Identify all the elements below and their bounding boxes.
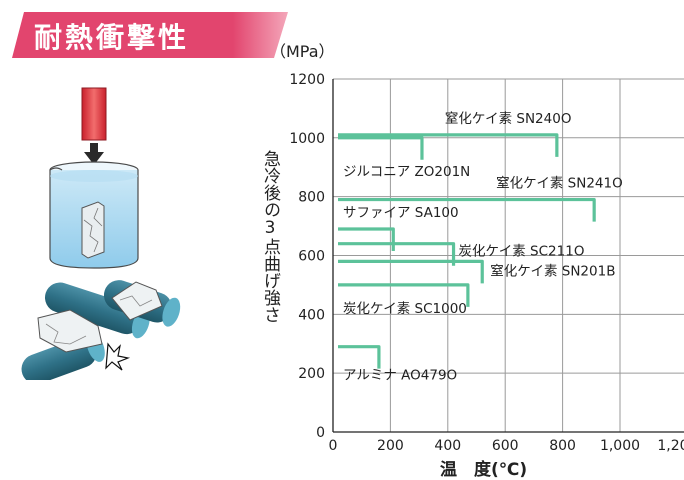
x-tick-label: 1,200 [657, 438, 684, 454]
y-tick-label: 1200 [289, 72, 325, 88]
x-tick-label: 1,000 [600, 438, 640, 454]
series-line [338, 136, 424, 160]
y-tick-label: 800 [298, 190, 325, 206]
x-tick-label: 200 [377, 438, 404, 454]
heated-specimen-icon [81, 87, 107, 141]
x-axis-label: 温 度(℃) [440, 460, 528, 480]
x-tick-label: 0 [329, 438, 338, 454]
series-lines [338, 133, 596, 369]
y-unit-label: （MPa） [270, 42, 335, 61]
x-tick-label: 600 [492, 438, 519, 454]
down-arrow-icon [84, 143, 104, 165]
series-line [338, 242, 456, 266]
series-line [338, 227, 395, 252]
series-labels: 窒化ケイ素 SN240O ジルコニア ZO201N 窒化ケイ素 SN241O サファイ… [343, 110, 623, 384]
page-title: 耐熱衝撃性 [34, 21, 190, 54]
y-tick-labels: 0 200 400 600 800 1000 1200 [289, 72, 325, 441]
quenched-specimen-icon [81, 201, 105, 259]
x-tick-labels: 0 200 400 600 800 1,000 1,200 [329, 438, 684, 454]
series-label: 炭化ケイ素 SC1000 [343, 301, 467, 317]
series-label: 炭化ケイ素 SC211O [459, 244, 585, 260]
bending-test-icon [21, 280, 181, 380]
axes [332, 78, 684, 433]
series-label: 窒化ケイ素 SN240O [445, 110, 572, 127]
test-illustration [21, 87, 181, 380]
series-line [338, 259, 484, 284]
y-tick-label: 0 [316, 425, 325, 441]
series-line [338, 283, 470, 307]
heading-banner: 耐熱衝撃性 [12, 12, 288, 58]
series-label: 窒化ケイ素 SN241O [496, 175, 623, 192]
series-label: 窒化ケイ素 SN201B [490, 262, 615, 279]
y-tick-label: 600 [298, 248, 325, 264]
series-label: アルミナ AO479O [343, 368, 457, 384]
series-line [338, 197, 596, 222]
y-tick-label: 400 [298, 307, 325, 323]
y-axis-label: 急冷後の3点曲げ強さ [260, 150, 280, 323]
banner-background [12, 12, 288, 58]
water-beaker-icon [49, 161, 139, 269]
y-tick-label: 1000 [289, 131, 325, 147]
series-line [338, 345, 381, 369]
x-tick-label: 800 [549, 438, 576, 454]
series-line [338, 133, 559, 157]
series-label: サファイア SA100 [343, 205, 459, 221]
y-tick-label: 200 [298, 366, 325, 382]
series-label: ジルコニア ZO201N [343, 164, 470, 180]
x-tick-label: 400 [434, 438, 461, 454]
